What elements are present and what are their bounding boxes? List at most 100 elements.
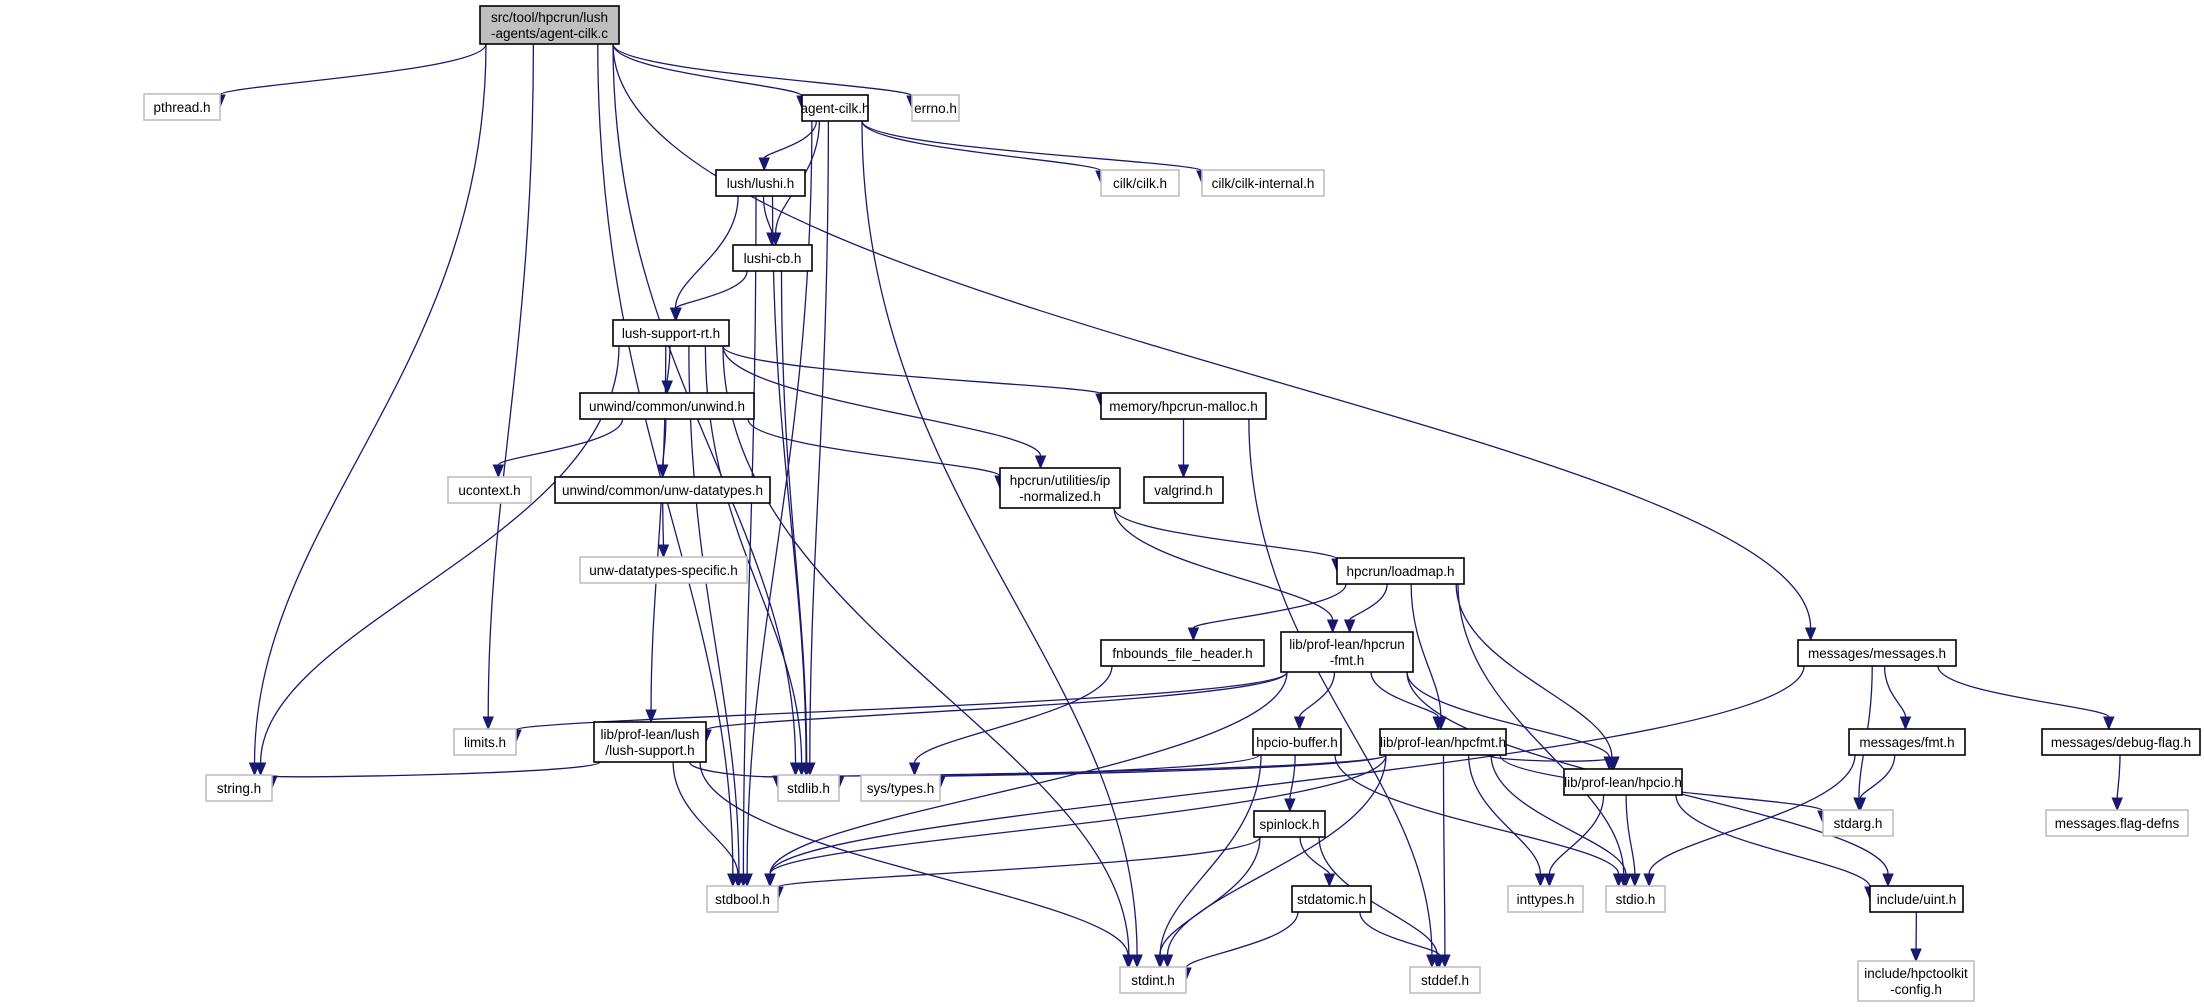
edge-line bbox=[1675, 794, 1871, 888]
arrowhead-icon bbox=[482, 716, 494, 731]
arrowhead-icon bbox=[1899, 716, 1912, 731]
node-fnbounds-h[interactable]: fnbounds_file_header.h bbox=[1100, 639, 1265, 667]
node-lush-support-rt-h[interactable]: lush-support-rt.h bbox=[612, 319, 730, 347]
node-box bbox=[1253, 810, 1326, 838]
node-loadmap-h[interactable]: hpcrun/loadmap.h bbox=[1336, 557, 1465, 585]
edge-hpcfmt-h-to-sys-types-h bbox=[934, 754, 1387, 790]
node-label: hpcio-buffer.h bbox=[1256, 735, 1338, 750]
node-box bbox=[143, 93, 221, 121]
node-box bbox=[706, 885, 779, 913]
edge-line bbox=[1289, 754, 1296, 800]
arrowhead-icon bbox=[1612, 873, 1625, 888]
node-valgrind-h[interactable]: valgrind.h bbox=[1143, 476, 1224, 504]
node-box bbox=[1797, 639, 1957, 667]
node-fmt-h[interactable]: messages/fmt.h bbox=[1848, 728, 1966, 756]
arrowhead-icon bbox=[492, 464, 505, 479]
node-box bbox=[1280, 631, 1414, 673]
node-label: messages/messages.h bbox=[1808, 646, 1946, 661]
edge-line bbox=[699, 761, 1129, 956]
node-label: lushi-cb.h bbox=[744, 251, 802, 266]
edge-loadmap-h-to-hpcfmt-h bbox=[1410, 583, 1447, 731]
node-debug-flag-h[interactable]: messages/debug-flag.h bbox=[2041, 728, 2201, 756]
node-ip-normalized-h[interactable]: hpcrun/utilities/ip-normalized.h bbox=[999, 467, 1121, 509]
node-box bbox=[911, 94, 960, 122]
node-hpcrun-fmt-h[interactable]: lib/prof-lean/hpcrun-fmt.h bbox=[1280, 631, 1414, 673]
node-label: hpcrun/loadmap.h bbox=[1346, 564, 1454, 579]
edge-uint-h-to-hpctoolkit-config-h bbox=[1910, 911, 1922, 963]
arrowhead-icon bbox=[1323, 873, 1336, 888]
node-label: include/uint.h bbox=[1877, 892, 1957, 907]
node-label: string.h bbox=[217, 781, 261, 796]
node-lushi-cb-h[interactable]: lushi-cb.h bbox=[732, 244, 813, 272]
arrowhead-icon bbox=[1534, 873, 1547, 888]
node-box bbox=[2045, 809, 2189, 837]
node-hpcfmt-h[interactable]: lib/prof-lean/hpcfmt.h bbox=[1379, 728, 1507, 756]
edge-line bbox=[1370, 671, 1439, 718]
node-memory-malloc-h[interactable]: memory/hpcrun-malloc.h bbox=[1100, 392, 1267, 420]
edge-line bbox=[705, 671, 1288, 731]
arrowhead-icon bbox=[2111, 797, 2123, 812]
node-label: -config.h bbox=[1890, 982, 1942, 997]
arrowhead-icon bbox=[661, 380, 673, 395]
node-box bbox=[1507, 885, 1584, 913]
arrowhead-icon bbox=[254, 762, 267, 777]
node-agent-cilk-c[interactable]: src/tool/hpcrun/lush-agents/agent-cilk.c bbox=[479, 5, 620, 45]
edge-line bbox=[722, 345, 1102, 395]
node-label: lush/lushi.h bbox=[727, 176, 795, 191]
node-stdatomic-h[interactable]: stdatomic.h bbox=[1291, 885, 1372, 913]
arrowhead-icon bbox=[1293, 716, 1306, 731]
edge-line bbox=[219, 43, 487, 96]
node-stdbool-h: stdbool.h bbox=[706, 885, 779, 913]
arrowhead-icon bbox=[1608, 756, 1620, 771]
arrowhead-icon bbox=[795, 762, 808, 777]
node-cilk-h: cilk/cilk.h bbox=[1100, 169, 1180, 197]
node-box bbox=[554, 476, 771, 504]
arrowhead-icon bbox=[1804, 627, 1817, 642]
edge-hpcrun-fmt-h-to-hpcfmt-h bbox=[1370, 671, 1444, 731]
node-unw-datatypes-h[interactable]: unwind/common/unw-datatypes.h bbox=[554, 476, 771, 504]
arrowhead-icon bbox=[732, 873, 744, 888]
edge-line bbox=[675, 270, 748, 309]
node-messages-h[interactable]: messages/messages.h bbox=[1797, 639, 1957, 667]
node-hpcio-h[interactable]: lib/prof-lean/hpcio.h bbox=[1563, 768, 1683, 796]
arrowhead-icon bbox=[908, 762, 921, 777]
node-box bbox=[1119, 966, 1187, 994]
node-label: unwind/common/unw-datatypes.h bbox=[562, 483, 763, 498]
edge-lushi-h-to-lush-support-rt-h bbox=[669, 195, 739, 322]
arrowhead-icon bbox=[2103, 716, 2115, 731]
edge-hpcfmt-h-to-stddef-h bbox=[1439, 754, 1451, 969]
arrowhead-icon bbox=[1543, 873, 1556, 888]
edge-line bbox=[662, 418, 667, 466]
node-hpcio-buffer-h[interactable]: hpcio-buffer.h bbox=[1252, 728, 1342, 756]
arrowhead-icon bbox=[1433, 954, 1446, 969]
arrowhead-icon bbox=[1161, 954, 1174, 969]
node-label: lib/prof-lean/hpcfmt.h bbox=[1380, 735, 1506, 750]
node-unwind-h[interactable]: unwind/common/unwind.h bbox=[579, 392, 755, 420]
arrowhead-icon bbox=[1284, 798, 1296, 813]
edge-line bbox=[763, 120, 818, 159]
edge-line bbox=[939, 754, 1387, 777]
node-ucontext-h: ucontext.h bbox=[447, 476, 532, 504]
node-label: -fmt.h bbox=[1330, 653, 1365, 668]
node-lushi-h[interactable]: lush/lushi.h bbox=[715, 169, 806, 197]
nodes-layer: src/tool/hpcrun/lush-agents/agent-cilk.c… bbox=[143, 5, 2201, 1002]
edge-line bbox=[2116, 754, 2121, 799]
edge-agent-cilk-c-to-messages-h bbox=[612, 43, 1817, 642]
node-agent-cilk-h[interactable]: agent-cilk.h bbox=[800, 94, 870, 122]
node-label: cilk/cilk.h bbox=[1113, 176, 1167, 191]
node-lush-support-h[interactable]: lib/prof-lean/lush/lush-support.h bbox=[593, 721, 707, 763]
node-label: unw-datatypes-specific.h bbox=[589, 563, 738, 578]
edge-messages-h-to-fmt-h bbox=[1883, 665, 1912, 731]
arrowhead-icon bbox=[764, 873, 776, 888]
edge-line bbox=[769, 671, 1288, 875]
arrowhead-icon bbox=[766, 232, 778, 247]
edge-line bbox=[1410, 583, 1442, 718]
edge-line bbox=[762, 195, 773, 234]
edge-line bbox=[515, 671, 1288, 731]
node-spinlock-h[interactable]: spinlock.h bbox=[1253, 810, 1326, 838]
edge-line bbox=[487, 43, 535, 718]
node-box bbox=[1605, 885, 1666, 913]
arrowhead-icon bbox=[1122, 954, 1134, 969]
node-label: agent-cilk.h bbox=[800, 101, 869, 116]
node-uint-h[interactable]: include/uint.h bbox=[1869, 885, 1964, 913]
